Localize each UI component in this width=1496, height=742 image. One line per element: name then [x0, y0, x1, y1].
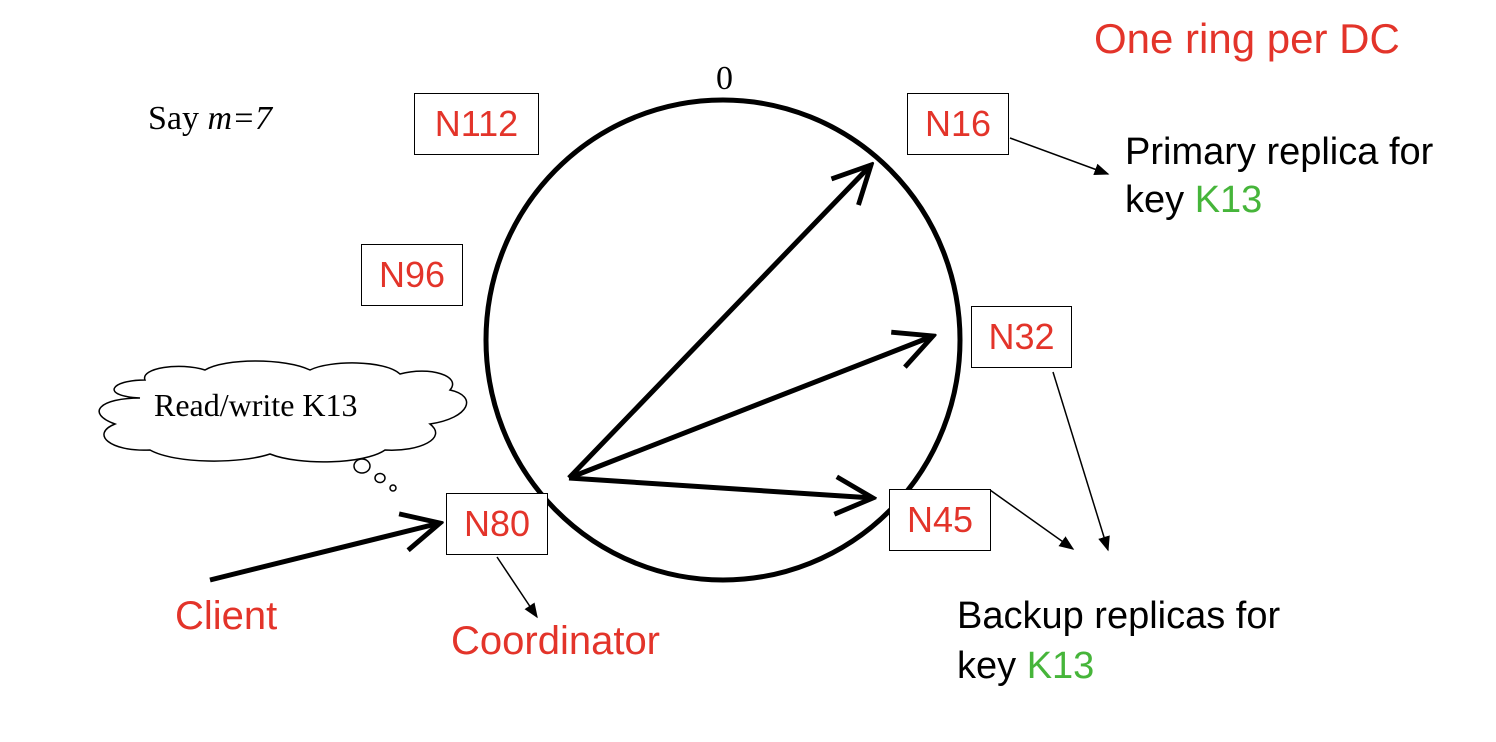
- thought-cloud: [98, 360, 468, 463]
- node-n45: N45: [889, 489, 991, 551]
- node-n96: N96: [361, 244, 463, 306]
- arrow-to-n45: [568, 478, 873, 498]
- diagram-title: One ring per DC: [1094, 15, 1400, 62]
- backup-key: K13: [1026, 645, 1095, 687]
- ring-zero-label: 0: [716, 60, 733, 97]
- primary-replica-line1: Primary replica for: [1125, 131, 1434, 173]
- primary-replica-line2: key K13: [1125, 181, 1262, 219]
- backup-replicas-line1: Backup replicas for: [957, 595, 1281, 637]
- coordinator-label: Coordinator: [451, 619, 661, 663]
- node-n16: N16: [907, 93, 1009, 155]
- node-n80: N80: [446, 493, 548, 555]
- n45-to-backup-arrow: [989, 489, 1075, 550]
- backup-replicas-line2: key K13: [957, 647, 1094, 685]
- parameter-suffix: =7: [232, 100, 273, 137]
- n16-to-primary-arrow: [1009, 137, 1110, 175]
- cloud-text: Read/write K13: [154, 387, 358, 423]
- n80-to-coordinator-arrow: [496, 556, 538, 619]
- node-n112: N112: [414, 93, 539, 155]
- client-arrow: [209, 523, 440, 583]
- primary-key-prefix: key: [1125, 179, 1195, 221]
- arrow-to-n16: [567, 165, 871, 480]
- parameter-note: Say m=7: [148, 102, 272, 136]
- parameter-var: m: [207, 100, 233, 137]
- thought-bubble-large: [353, 458, 371, 474]
- arrow-to-n32: [568, 336, 933, 481]
- primary-key: K13: [1194, 179, 1263, 221]
- hash-ring: [483, 97, 963, 583]
- parameter-prefix: Say: [148, 100, 208, 137]
- node-n32: N32: [971, 306, 1072, 368]
- client-label: Client: [175, 594, 278, 638]
- backup-key-prefix: key: [957, 645, 1027, 687]
- thought-bubble-medium: [374, 472, 386, 484]
- n32-to-backup-arrow: [1052, 371, 1110, 552]
- thought-bubble-small: [389, 484, 397, 492]
